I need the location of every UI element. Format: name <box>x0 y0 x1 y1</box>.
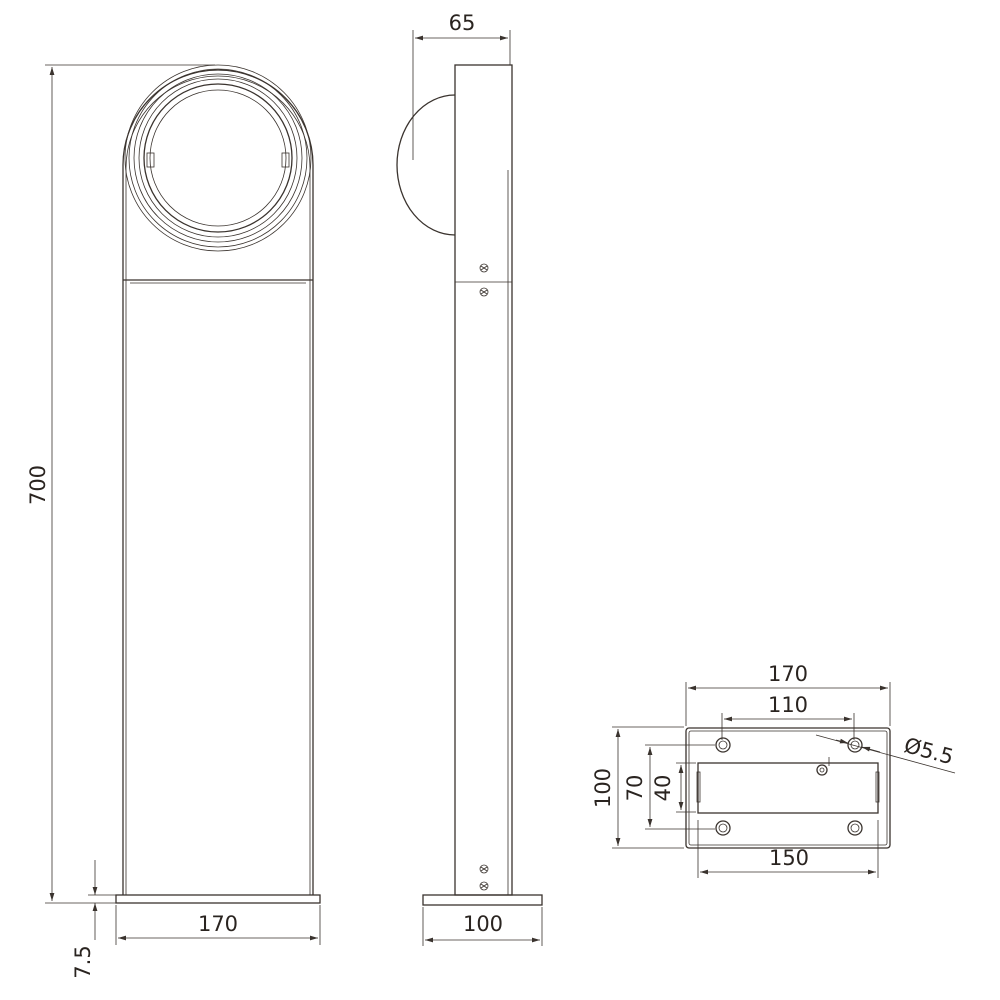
screws <box>479 263 489 891</box>
dim-plate-width: 170 <box>768 662 808 686</box>
dim-hole-spacing-x: 110 <box>768 693 808 717</box>
side-view: 65 100 <box>396 11 543 946</box>
dim-hole-spacing-y: 70 <box>623 775 647 802</box>
dim-hole-diameter: Ø5.5 <box>902 733 956 769</box>
front-view: 700 7.5 170 <box>26 64 321 979</box>
dim-height: 700 <box>26 465 50 505</box>
dim-slot-width: 150 <box>769 846 809 870</box>
dim-front-width: 170 <box>198 912 238 936</box>
dim-base-thickness: 7.5 <box>71 945 95 978</box>
dim-head-depth: 65 <box>449 11 476 35</box>
lamp-head-rings <box>124 64 312 252</box>
lamp-dome <box>396 94 456 236</box>
side-base-plate <box>422 894 543 906</box>
mounting-holes <box>715 737 863 836</box>
base-view: 170 110 Ø5.5 100 70 40 150 <box>591 662 956 878</box>
dim-slot-height: 40 <box>651 775 675 802</box>
dim-plate-depth: 100 <box>591 768 615 808</box>
dim-side-base-width: 100 <box>463 912 503 936</box>
front-base-plate <box>115 894 321 904</box>
cable-slot <box>697 762 879 814</box>
